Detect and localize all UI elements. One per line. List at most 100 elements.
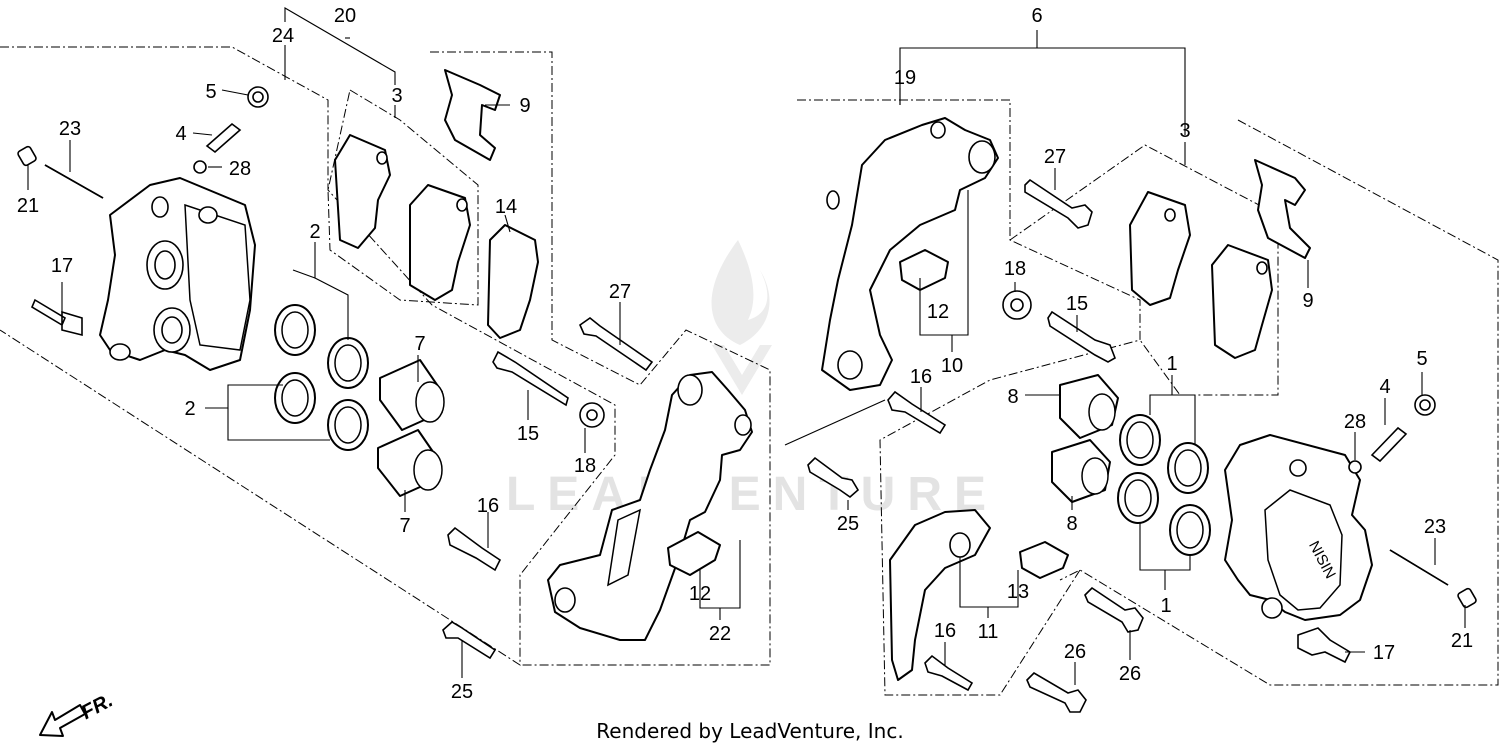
callout-17-left: 17 [51,255,73,277]
right-spring-9 [1254,159,1311,259]
callout-10: 10 [941,355,963,377]
callout-11: 11 [978,621,999,643]
leader-5-left [221,89,249,96]
left-pad-group-outline [327,89,479,306]
left-seal-2a-inner [281,311,309,349]
left-pin-23-core [44,164,104,199]
right-clip-13 [1019,541,1069,579]
right-seal-1d-inner [1176,511,1204,549]
right-bracket-11-hole [949,532,971,558]
callout-20: 20 [334,5,356,27]
leader-2-upper [314,242,349,340]
left-caliper-mount-hole-bottom [109,343,131,361]
right-seal-1a-inner [1126,421,1154,459]
callout-1-lower: 1 [1160,595,1171,617]
left-bolt-25 [442,621,497,660]
callout-labels: 20 24 3 9 5 4 28 23 21 17 2 2 7 7 14 27 … [17,5,1473,703]
right-pin-16a [887,390,947,435]
left-pad-3a-hole [376,151,388,165]
callout-16-right-b: 16 [934,620,956,642]
left-piston-7b-face [413,449,443,491]
left-caliper-bracket [547,371,753,641]
right-pad-3b [1211,244,1273,359]
right-bracket-hole-bottom [837,350,863,380]
callout-15-right: 15 [1066,293,1088,315]
left-bolt-27 [579,317,654,372]
watermark-flame-logo [711,240,772,395]
left-boot-18-inner [586,409,598,421]
left-caliper-bleeder-boss [198,206,218,224]
right-caliper-mount-hole [1261,597,1283,619]
callout-5-right: 5 [1416,348,1427,370]
right-pin-23-core [1389,549,1449,586]
callout-16-right-a: 16 [910,366,932,388]
left-slide-pin-15 [492,350,569,407]
group-outlines [0,46,1499,696]
left-bracket-body [547,371,753,641]
callout-26-right-b: 26 [1064,641,1086,663]
watermark-text: LEADVENTURE [506,468,998,521]
right-bracket-hole-top [968,140,996,174]
left-bracket-slot [607,508,641,587]
leader-4-left [192,132,213,136]
left-bracket-hole-side [734,414,752,436]
callout-14: 14 [495,196,517,218]
callout-27-left: 27 [609,281,631,303]
left-pad-3b [409,184,471,301]
left-bracket-hole-bottom [554,587,576,613]
callout-12-right: 12 [927,301,949,323]
callout-19: 19 [894,67,916,89]
right-pad-group-outline [1009,144,1279,396]
front-direction-indicator: FR. [39,689,117,737]
callout-2-upper: 2 [309,221,320,243]
right-bracket-hole-mid [930,121,946,139]
leader-lines [27,7,1466,685]
callout-7-lower: 7 [399,515,410,537]
front-arrow-icon [39,704,86,737]
callout-24: 24 [272,25,294,47]
right-pin-16b [924,654,974,692]
right-bracket-11-body [889,509,991,681]
leader-11 [959,557,1019,608]
right-bracket-pin-boss [826,190,840,210]
right-pistons [1051,374,1119,503]
callout-13: 13 [1007,581,1029,603]
callout-23-right: 23 [1424,516,1446,538]
callout-22: 22 [709,623,731,645]
right-seal-1b-inner [1174,449,1202,487]
left-bleeder-cap-5-inner [252,91,264,103]
callout-27-right: 27 [1044,146,1066,168]
callout-17-right: 17 [1373,642,1395,664]
right-piston-8a-face [1088,393,1116,431]
callout-3-right: 3 [1179,120,1190,142]
right-piston-8b-face [1081,457,1109,495]
callout-8-lower: 8 [1066,513,1077,535]
left-washer-28 [193,160,207,174]
leader-6 [899,47,1186,135]
right-piston-seals [1117,414,1211,556]
leader-2-lower [205,384,283,409]
right-bolt-17 [1297,627,1352,664]
callout-8-upper: 8 [1007,386,1018,408]
left-bleeder-4 [205,122,242,154]
left-bolts [442,317,654,660]
left-pad-3b-hole [456,198,468,212]
leader-20 [284,7,396,85]
right-caliper-body: NISIN [1224,394,1477,664]
right-bracket-group-outline [797,99,1141,696]
left-pistons [377,359,445,497]
right-pad-3a [1129,191,1191,306]
callout-16-left: 16 [477,495,499,517]
right-caliper-cover [1264,489,1343,611]
right-seal-1c-inner [1124,479,1152,517]
right-bleeder-4 [1370,426,1408,463]
callout-18-left: 18 [574,455,596,477]
left-bracket-hole-top [677,374,703,406]
right-pad-3b-hole [1256,261,1268,275]
left-piston-seals [274,304,369,451]
callout-1-upper: 1 [1166,353,1177,375]
left-bolt-17 [30,298,83,337]
bracket-connector-line [784,399,886,446]
right-bolt-26a [1084,586,1144,633]
